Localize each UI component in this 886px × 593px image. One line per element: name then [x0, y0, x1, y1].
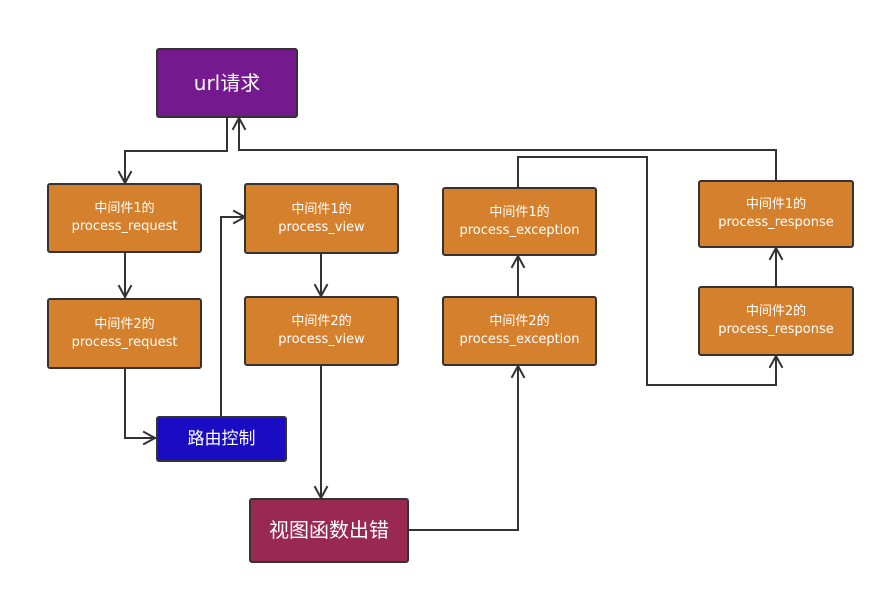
url-request-node: url请求 [156, 48, 298, 118]
arrowhead [510, 363, 526, 379]
node-line2: process_request [71, 219, 178, 234]
node-line2: process_view [278, 332, 365, 347]
node-line2: process_view [278, 219, 365, 235]
node-line2: process_request [71, 334, 178, 350]
arrowhead [142, 430, 158, 446]
middleware2-process-exception-node: 中间件2的 process_exception [442, 296, 597, 366]
arrowhead [768, 245, 784, 261]
middleware1-process-response-node: 中间件1的 process_response [698, 180, 854, 248]
node-line2: process_response [718, 215, 834, 230]
node-line2: process_exception [459, 332, 580, 347]
url-request-label: url请求 [193, 70, 261, 95]
node-line1: 中间件1的 [745, 197, 807, 213]
middleware2-process-request-node: 中间件2的 process_request [47, 298, 202, 369]
arrowhead [117, 284, 133, 300]
middleware1-process-request-node: 中间件1的 process_request [47, 183, 202, 253]
routing-label: 路由控制 [187, 428, 256, 449]
middleware1-process-view-node: 中间件1的 process_view [244, 183, 399, 254]
node-line1: 中间件2的 [291, 314, 352, 330]
node-line1: 中间件1的 [291, 201, 352, 217]
middleware1-process-exception-node: 中间件1的 process_exception [442, 187, 597, 256]
node-line2: process_exception [459, 222, 580, 238]
view-error-label: 视图函数出错 [269, 518, 389, 542]
arrowhead [510, 253, 526, 269]
edge-error-to-exc2 [408, 365, 519, 531]
node-line1: 中间件1的 [489, 204, 550, 220]
middleware2-process-response-node: 中间件2的 process_response [698, 286, 854, 356]
edge-req2-to-routing [124, 368, 156, 439]
routing-node: 路由控制 [156, 416, 287, 462]
middleware2-process-view-node: 中间件2的 process_view [244, 296, 399, 366]
edge-exc1-to-resp2 [517, 156, 777, 386]
node-line2: process_response [718, 322, 834, 337]
arrowhead [231, 115, 247, 131]
node-line1: 中间件1的 [94, 201, 155, 217]
node-line1: 中间件2的 [94, 316, 155, 332]
arrowhead [768, 353, 784, 369]
edge-url-to-req1 [124, 117, 228, 184]
node-line1: 中间件2的 [745, 304, 807, 320]
edge-resp1-to-url [238, 117, 777, 181]
view-function-error-node: 视图函数出错 [249, 498, 409, 563]
edge-routing-to-view1 [220, 216, 246, 417]
node-line1: 中间件2的 [489, 314, 550, 330]
